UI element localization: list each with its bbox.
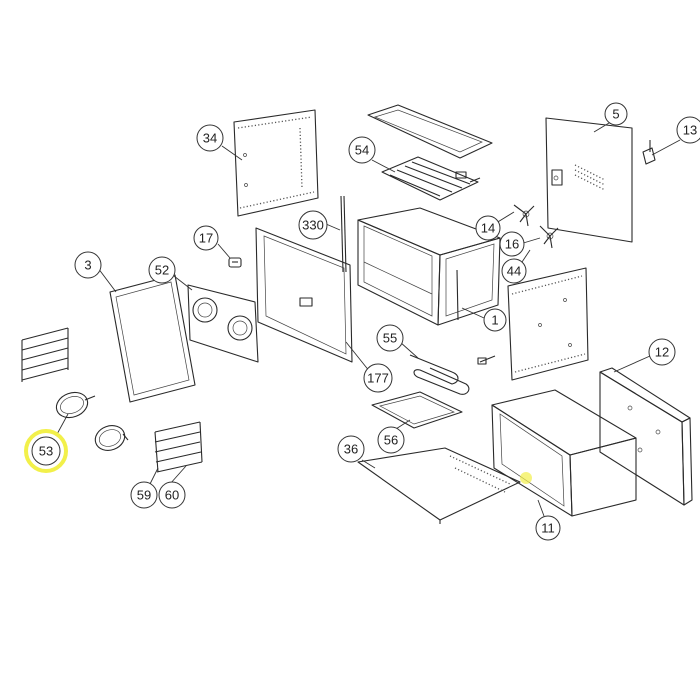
- part-side-rack-left: [21, 327, 69, 382]
- part-11-outer-casing: [491, 389, 637, 517]
- callout-330: 330: [298, 210, 328, 240]
- svg-text:56: 56: [384, 433, 398, 448]
- part-5-side-panel: [545, 117, 633, 243]
- part-52-fan-panel: [187, 284, 259, 363]
- part-12-control-panel: [599, 367, 693, 506]
- svg-text:60: 60: [165, 488, 179, 503]
- callout-17: 17: [193, 225, 219, 251]
- svg-text:55: 55: [383, 331, 397, 346]
- callout-53-highlighted: 53: [24, 429, 68, 473]
- part-17-knob: [228, 257, 242, 268]
- part-16-fan: [539, 225, 559, 249]
- svg-text:330: 330: [302, 218, 324, 233]
- callout-14: 14: [475, 215, 501, 241]
- leader-lines: [55, 119, 681, 517]
- part-177-front-frame: [255, 227, 353, 363]
- svg-text:16: 16: [505, 237, 519, 252]
- callout-44: 44: [501, 258, 527, 284]
- svg-text:36: 36: [344, 442, 358, 457]
- callout-54: 54: [348, 136, 376, 164]
- part-3-glass-door: [109, 274, 196, 403]
- part-14-fan: [513, 204, 535, 227]
- svg-text:59: 59: [137, 488, 151, 503]
- part-1-oven-cavity: [357, 207, 501, 326]
- svg-text:13: 13: [683, 123, 697, 138]
- part-top-pan: [367, 104, 493, 159]
- callout-11: 11: [535, 515, 561, 541]
- svg-text:5: 5: [612, 107, 619, 122]
- callout-34: 34: [196, 124, 224, 152]
- callout-59: 59: [130, 481, 158, 509]
- svg-text:44: 44: [507, 264, 521, 279]
- svg-text:34: 34: [203, 131, 217, 146]
- callout-12: 12: [648, 338, 676, 366]
- callout-3: 3: [74, 251, 102, 279]
- part-56-tray: [371, 391, 463, 429]
- part-55-heating-element: [409, 354, 496, 395]
- part-44-back-panel: [507, 267, 589, 381]
- svg-text:11: 11: [541, 521, 555, 536]
- part-36-bottom-plate: [357, 447, 521, 524]
- callout-1: 1: [483, 308, 507, 332]
- part-34-rear-panel: [233, 109, 319, 217]
- svg-text:3: 3: [84, 258, 91, 273]
- part-13-bracket: [642, 140, 656, 165]
- svg-text:52: 52: [155, 263, 169, 278]
- callout-13: 13: [676, 116, 700, 144]
- callout-56: 56: [377, 426, 405, 454]
- part-53-round-element: [55, 391, 96, 419]
- callout-52: 52: [148, 256, 176, 284]
- svg-text:17: 17: [199, 231, 213, 246]
- svg-text:177: 177: [367, 371, 389, 386]
- svg-text:12: 12: [655, 345, 669, 360]
- svg-text:14: 14: [481, 221, 495, 236]
- callout-36: 36: [337, 435, 365, 463]
- callout-60: 60: [158, 481, 186, 509]
- part-59-side-rack: [154, 421, 203, 473]
- part-60-ring: [94, 425, 129, 451]
- callout-16: 16: [499, 231, 525, 257]
- part-54-grill-element: [381, 156, 481, 201]
- callout-55: 55: [376, 324, 404, 352]
- svg-text:54: 54: [355, 143, 369, 158]
- part-330-rod: [340, 195, 347, 273]
- callout-5: 5: [604, 102, 628, 126]
- svg-text:53: 53: [39, 444, 53, 459]
- callout-177: 177: [363, 363, 393, 393]
- svg-text:1: 1: [491, 313, 498, 328]
- highlight-spot: [520, 472, 532, 484]
